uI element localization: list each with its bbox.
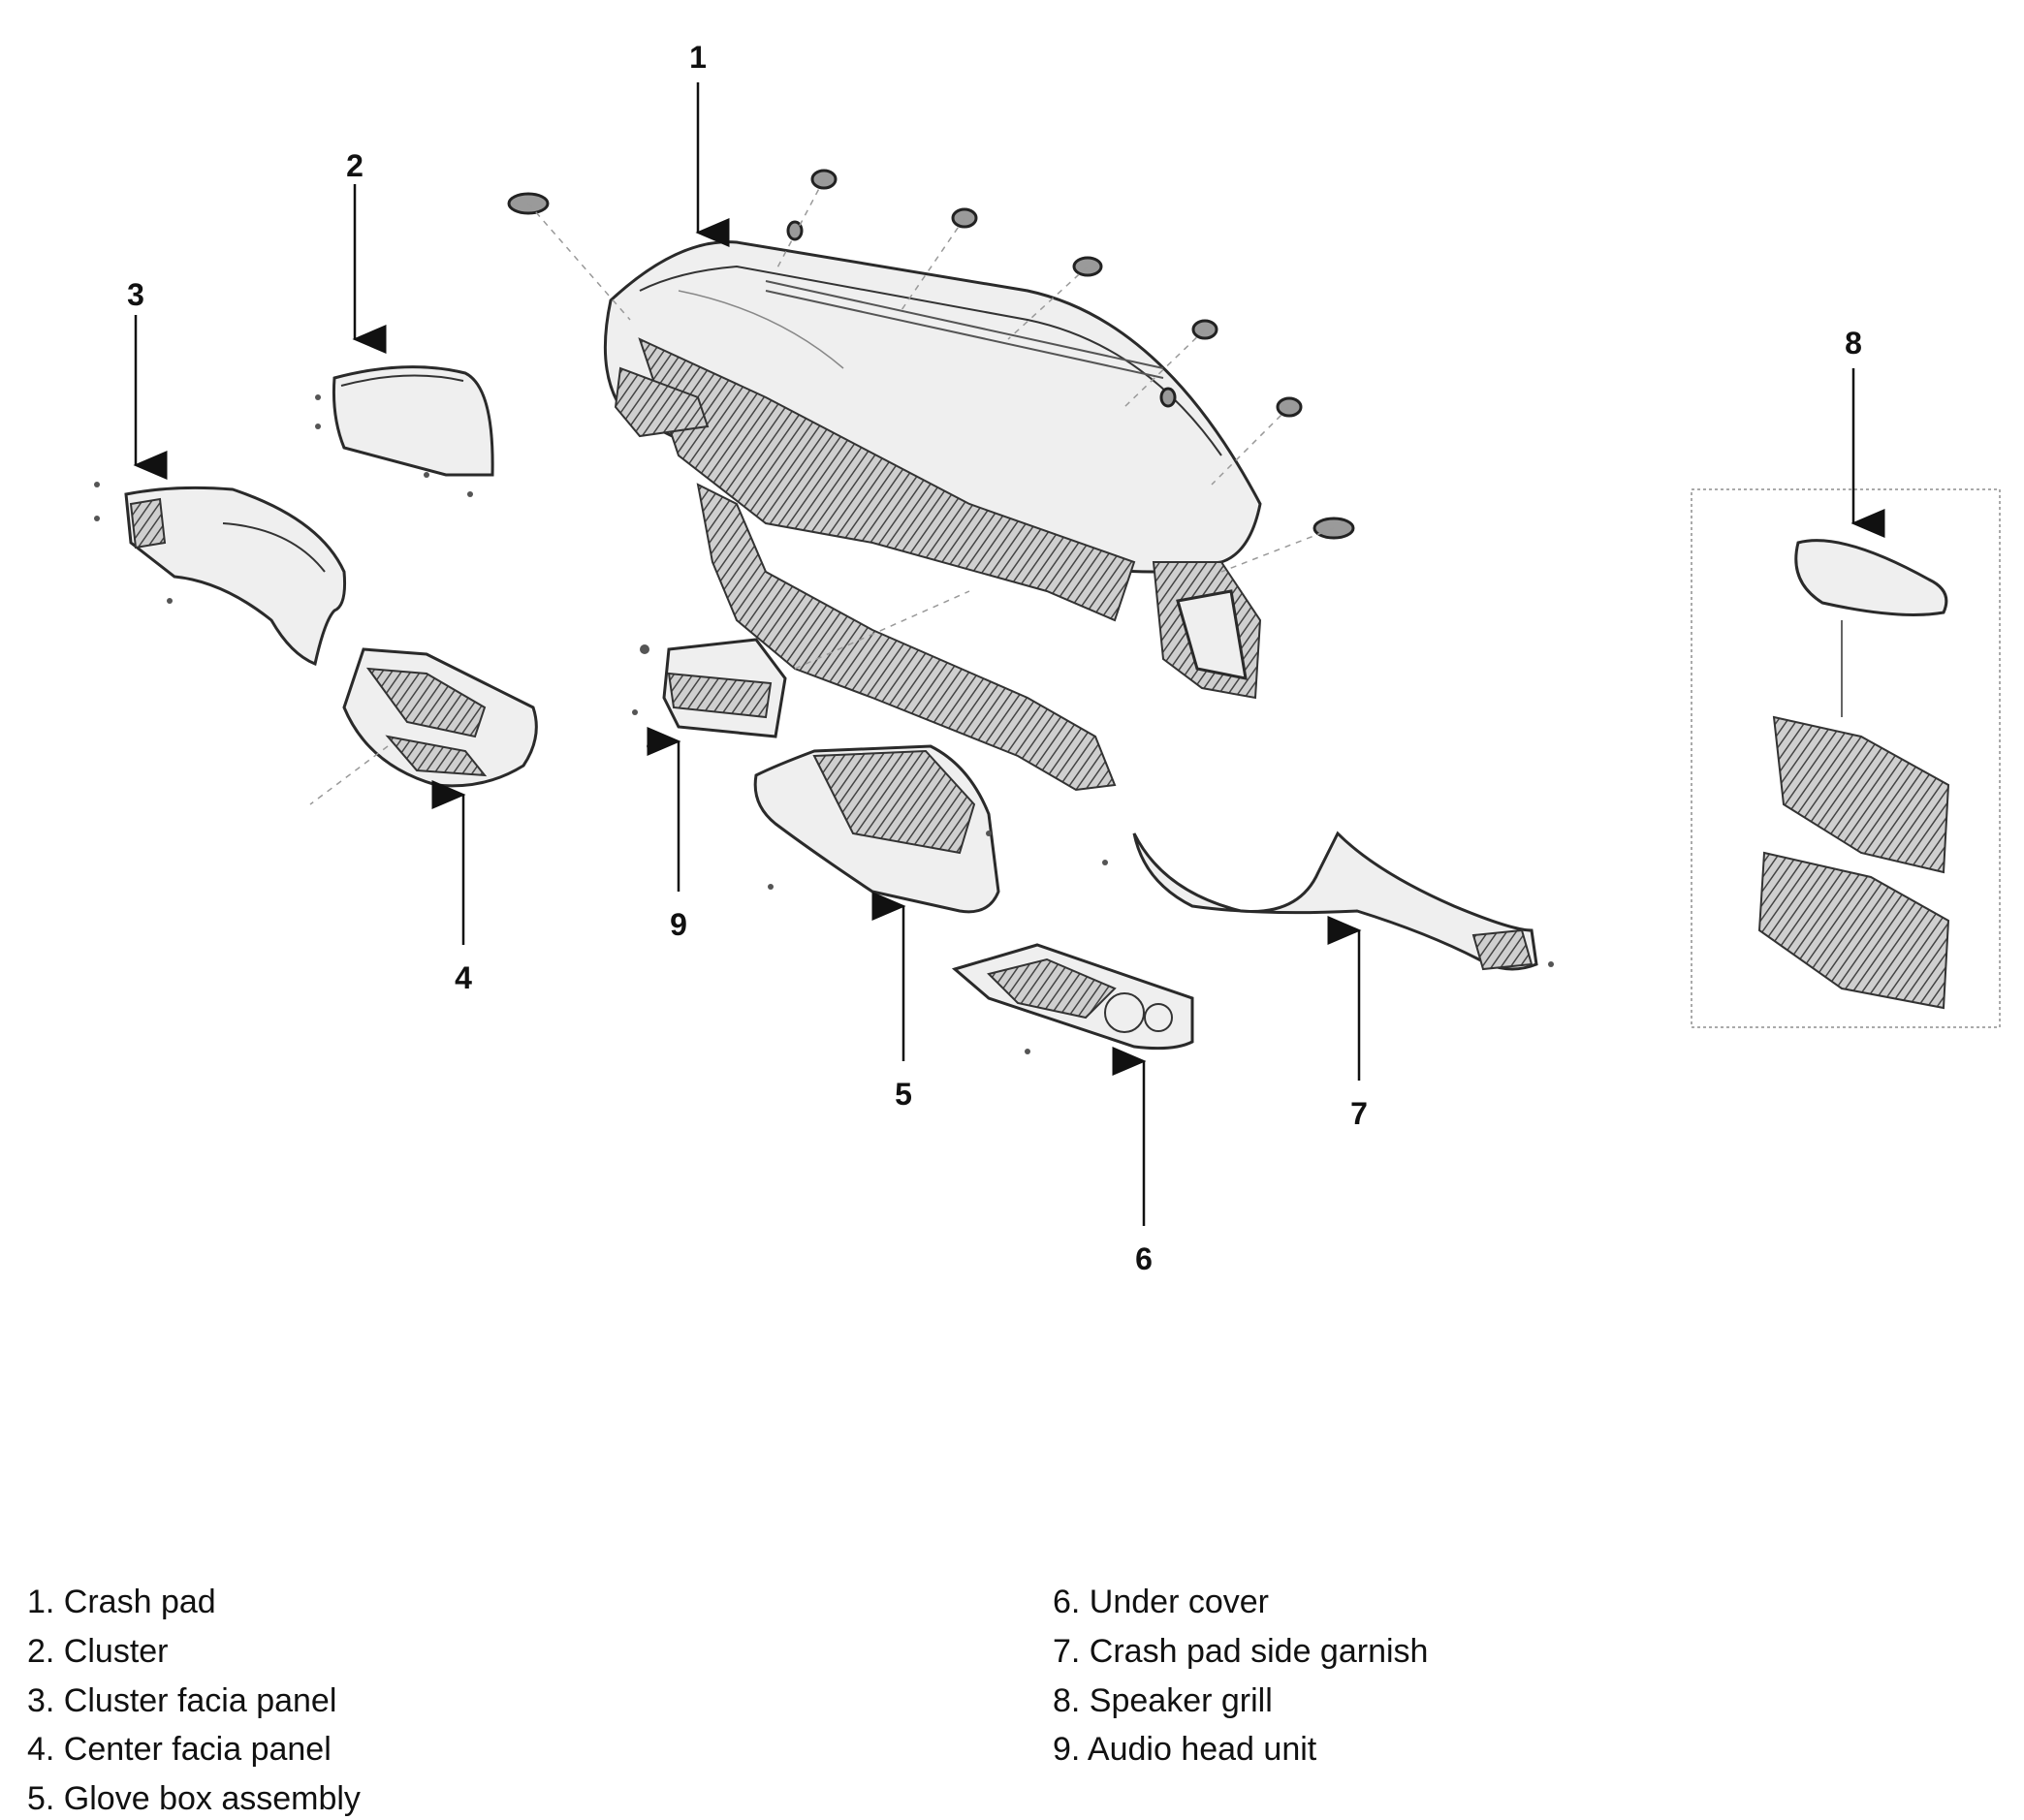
legend-item-1: 1. Crash pad [27,1584,216,1620]
legend-item-5: 5. Glove box assembly [27,1780,361,1817]
center-bracket-part [696,483,1117,792]
legend-item-7: 7. Crash pad side garnish [1053,1633,1429,1670]
legend-item-6: 6. Under cover [1053,1584,1269,1620]
callout-1: 1 [689,40,707,75]
legend-item-4: 4. Center facia panel [27,1731,332,1768]
callout-numbers: 1 2 3 4 5 6 7 8 9 [127,40,1862,1276]
callout-6: 6 [1135,1241,1153,1276]
callout-8: 8 [1845,326,1862,361]
audio-head-unit-part [632,638,787,749]
legend-item-3: 3. Cluster facia panel [27,1682,337,1719]
under-cover-part [951,943,1194,1054]
callout-arrows [133,82,1885,1226]
callout-3: 3 [127,277,144,312]
crash-pad-part [603,240,1262,700]
cluster-part [315,365,494,497]
legend-item-8: 8. Speaker grill [1053,1682,1273,1719]
callout-7: 7 [1350,1096,1368,1131]
speaker-grill-inset [1691,488,2001,1028]
callout-4: 4 [455,960,472,995]
callout-2: 2 [346,148,364,183]
callout-9: 9 [670,907,687,942]
legend-item-2: 2. Cluster [27,1633,169,1670]
center-facia-panel-part [309,647,538,805]
exploded-parts-diagram: 1 2 3 4 5 6 7 8 9 [94,40,2001,1276]
legend-item-9: 9. Audio head unit [1053,1731,1317,1768]
crash-pad-clips [507,169,1355,573]
glove-box-assembly-part [753,744,1000,914]
crash-pad-side-garnish-part [1102,831,1554,971]
cluster-facia-panel-part [94,482,346,667]
callout-5: 5 [895,1077,912,1112]
